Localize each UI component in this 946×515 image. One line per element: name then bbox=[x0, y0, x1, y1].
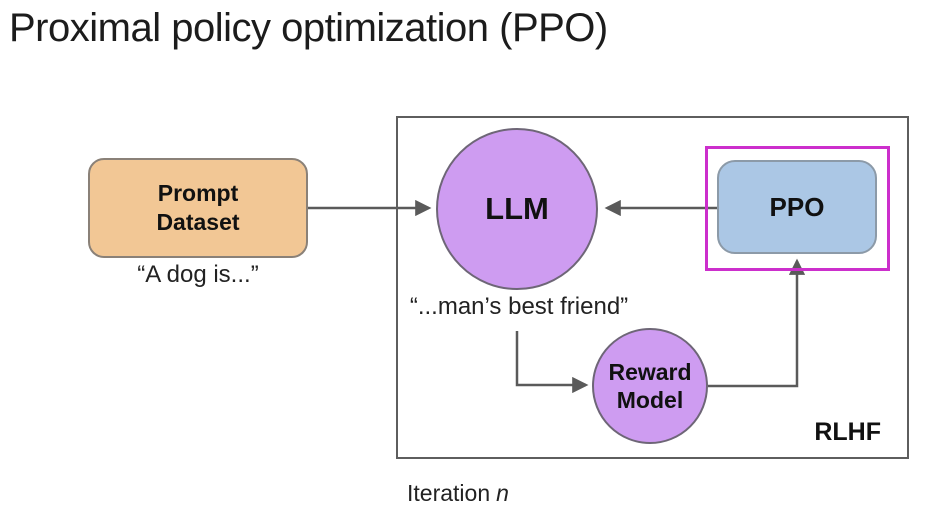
rlhf-label: RLHF bbox=[814, 418, 881, 446]
iteration-variable: n bbox=[496, 480, 509, 506]
reward-model-label: Reward Model bbox=[608, 358, 692, 413]
llm-output-text: “...man’s best friend” bbox=[409, 293, 629, 320]
iteration-label: Iteration bbox=[407, 480, 491, 506]
ppo-label: PPO bbox=[769, 191, 825, 222]
llm-node: LLM bbox=[436, 128, 598, 290]
page-title: Proximal policy optimization (PPO) bbox=[9, 6, 608, 50]
reward-model-node: Reward Model bbox=[592, 328, 708, 444]
prompt-dataset-node: Prompt Dataset bbox=[88, 158, 308, 258]
prompt-dataset-label: Prompt Dataset bbox=[156, 180, 240, 235]
llm-label: LLM bbox=[485, 191, 549, 226]
ppo-node: PPO bbox=[717, 160, 877, 254]
arrow-output-to-reward-model bbox=[515, 331, 589, 394]
arrow-reward-model-to-ppo bbox=[708, 258, 806, 388]
prompt-example-text: “A dog is...” bbox=[137, 261, 259, 288]
rlhf-container-box: RLHF bbox=[396, 116, 909, 459]
